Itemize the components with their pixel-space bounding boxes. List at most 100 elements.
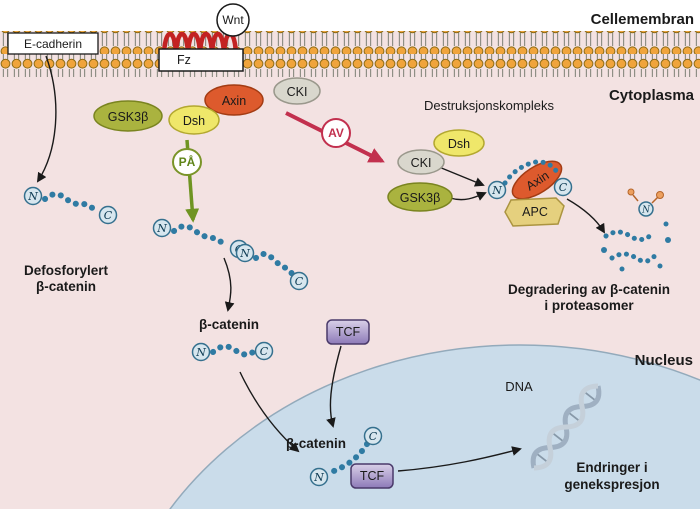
dephospho-label-line1: Defosforylert xyxy=(24,263,109,278)
dsh-ellipse xyxy=(433,129,485,157)
gsk3b-ellipse xyxy=(387,182,453,212)
c-terminal xyxy=(363,426,383,446)
on-badge xyxy=(172,148,202,176)
degradation-products: N xyxy=(601,188,671,272)
pathway-off-switch: AV xyxy=(285,111,385,163)
c-terminal xyxy=(289,271,309,291)
off-label: AV xyxy=(328,126,344,140)
n-terminal-label: N xyxy=(641,206,651,216)
dsh-label: Dsh xyxy=(183,114,205,128)
dna-label: DNA xyxy=(505,379,533,394)
phosphate-icon xyxy=(627,188,635,196)
expression-label-line2: genekspresjon xyxy=(564,477,659,492)
catenin-to-nucleus-arrow xyxy=(239,371,300,453)
off-badge xyxy=(321,118,351,148)
receptor-protein-cluster: GSK3β Axin Dsh CKI xyxy=(93,77,321,135)
dna-strand xyxy=(533,383,599,471)
cytoplasm-region-label: Cytoplasma xyxy=(609,87,695,104)
c-terminal xyxy=(254,341,274,361)
axin-rotated: Axin xyxy=(511,160,563,200)
cell-membrane xyxy=(0,31,700,77)
pathway-on-switch: PÅ xyxy=(172,139,202,223)
apc-label: APC xyxy=(522,205,548,219)
fragment-dot xyxy=(663,221,669,227)
c-terminal-label: C xyxy=(260,345,269,358)
membrane-region-label: Cellemembran xyxy=(591,11,694,28)
tcf-to-nucleus-arrow xyxy=(326,345,342,428)
axin-label: Axin xyxy=(222,94,246,108)
catenin-fragment xyxy=(603,229,655,242)
dsh-label: Dsh xyxy=(448,137,470,151)
n-terminal-label: N xyxy=(313,471,324,484)
wnt-ligand: Wnt xyxy=(216,3,250,37)
apc-shape xyxy=(504,197,565,227)
tcf-label: TCF xyxy=(360,469,385,483)
fragment-dot xyxy=(665,237,671,243)
destruction-complex-label: Destruksjonskompleks xyxy=(424,98,555,113)
n-terminal-label: N xyxy=(195,346,206,359)
catenin-chain xyxy=(210,343,256,358)
cki-label: CKI xyxy=(287,85,308,99)
tcf-box xyxy=(350,463,394,489)
catenin-chain xyxy=(42,191,100,214)
complex-to-dna-arrow xyxy=(397,446,522,472)
degradation-label-line1: Degradering av β-catenin xyxy=(508,282,670,297)
fragment-dot xyxy=(619,266,625,272)
on-label: PÅ xyxy=(179,154,196,169)
n-terminal xyxy=(191,342,211,362)
c-terminal xyxy=(553,177,573,197)
catenin-chain xyxy=(171,223,230,249)
c-terminal-label: C xyxy=(295,275,304,288)
n-terminal xyxy=(152,218,172,238)
fragment-dot xyxy=(601,247,607,253)
nucleus-region-label: Nucleus xyxy=(635,352,693,369)
c-terminal-label: C xyxy=(104,209,113,222)
expression-label-line1: Endringer i xyxy=(576,460,647,475)
beta-catenin-nucleus-label: β-catenin xyxy=(286,436,346,451)
fz-box xyxy=(158,48,244,72)
cki-ellipse xyxy=(273,77,321,105)
fragment-dot xyxy=(657,263,663,269)
dsh-ellipse xyxy=(168,105,220,135)
gsk3b-phospho-arrow xyxy=(449,191,487,201)
dephospho-catenin: N C xyxy=(23,186,118,225)
nucleus-region xyxy=(169,344,700,509)
fz-receptor: Fz xyxy=(158,32,244,72)
tcf-box xyxy=(326,319,370,345)
e-cadherin: E-cadherin xyxy=(7,32,99,55)
cki-label: CKI xyxy=(411,156,432,170)
cki-phospho-arrow xyxy=(438,166,485,187)
catenin-chain xyxy=(328,441,370,475)
e-cadherin-label: E-cadherin xyxy=(24,37,82,51)
tcf-cytoplasm: TCF xyxy=(326,319,370,345)
wnt-label: Wnt xyxy=(222,13,244,27)
fz-label: Fz xyxy=(177,53,191,67)
c-terminal-label: C xyxy=(369,430,378,443)
phosphate-stick xyxy=(651,196,659,204)
wnt-circle xyxy=(216,3,250,37)
destruction-complex: Dsh CKI GSK3β Axin APC N C xyxy=(387,129,573,227)
gsk3b-ellipse xyxy=(93,100,163,132)
n-terminal xyxy=(309,467,329,487)
degradation-label-line2: i proteasomer xyxy=(544,298,634,313)
dna-helix xyxy=(530,383,602,471)
n-terminal xyxy=(235,243,255,263)
degraded-n-terminal xyxy=(638,201,654,217)
catenin-chain xyxy=(253,251,297,279)
c-terminal-label: C xyxy=(559,181,568,194)
n-terminal-label: N xyxy=(27,190,38,203)
complex-to-degradation-arrow xyxy=(566,198,606,234)
cki-ellipse xyxy=(397,149,445,175)
gsk3b-label: GSK3β xyxy=(108,110,149,124)
extracellular-region xyxy=(0,0,700,31)
dephospho-label-line2: β-catenin xyxy=(36,279,96,294)
e-cadherin-box xyxy=(7,32,99,55)
axin-ellipse xyxy=(204,84,264,116)
tcf-label: TCF xyxy=(336,325,361,339)
nuclear-complex: C N TCF xyxy=(309,426,394,489)
free-catenin-pool: N C N C N C xyxy=(152,218,309,362)
n-terminal-label: N xyxy=(156,222,167,235)
phosphate-icon xyxy=(656,191,664,199)
c-terminal xyxy=(98,205,118,225)
